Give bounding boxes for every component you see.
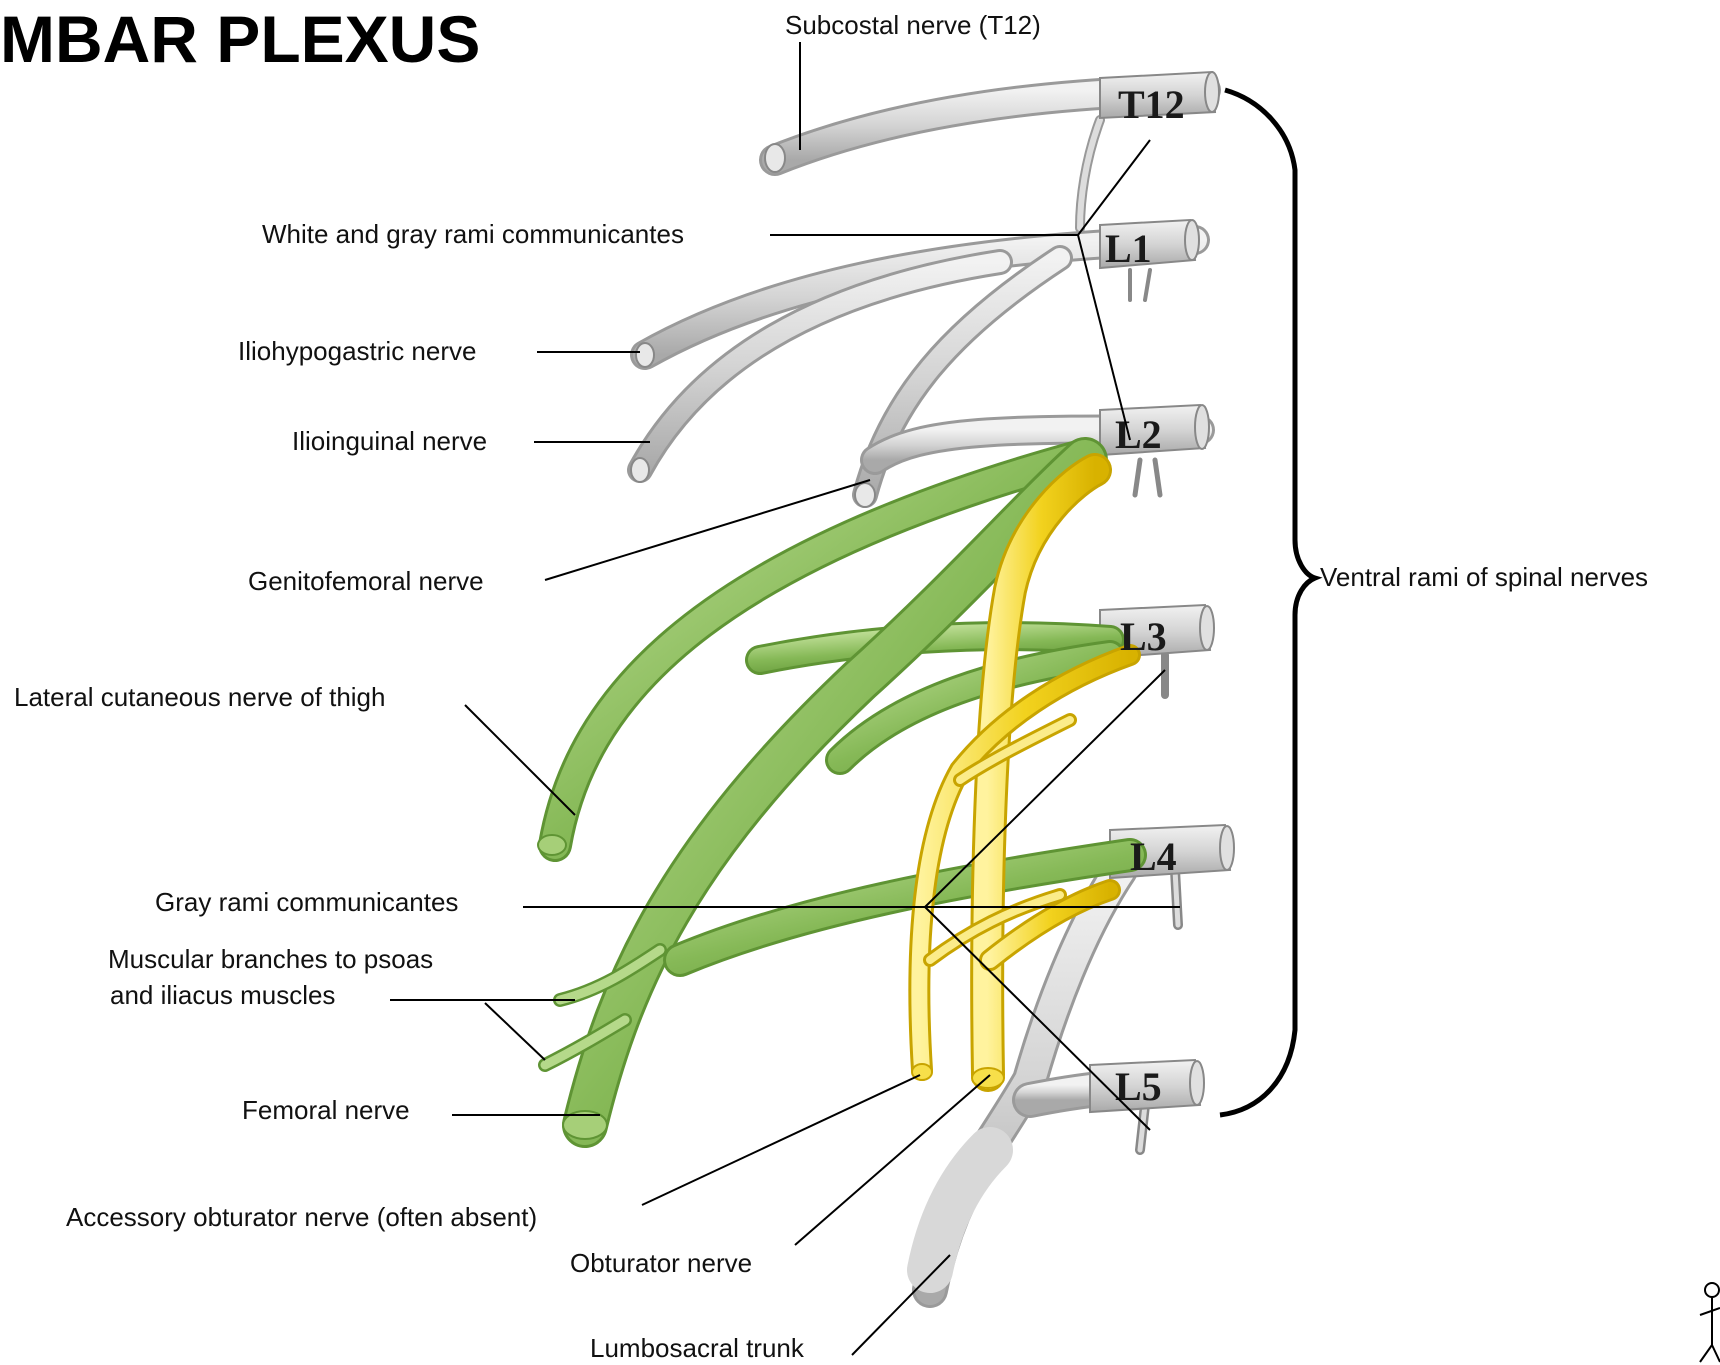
segment-label-l3: L3 <box>1120 614 1167 659</box>
segment-label-l2: L2 <box>1115 412 1162 457</box>
label-gray-rami: Gray rami communicantes <box>155 887 458 917</box>
label-iliohypogastric-nerve: Iliohypogastric nerve <box>238 336 476 366</box>
label-lateral-cutaneous-nerve: Lateral cutaneous nerve of thigh <box>14 682 385 712</box>
label-accessory-obturator: Accessory obturator nerve (often absent) <box>66 1202 537 1232</box>
label-muscular-branches-2: and iliacus muscles <box>110 980 335 1010</box>
label-femoral-nerve: Femoral nerve <box>242 1095 410 1125</box>
ventral-rami-brace <box>1220 90 1315 1115</box>
yellow-nerves <box>912 470 1130 1088</box>
label-muscular-branches-1: Muscular branches to psoas <box>108 944 433 974</box>
label-lumbosacral-trunk: Lumbosacral trunk <box>590 1333 805 1363</box>
diagram-title: MBAR PLEXUS <box>0 2 480 76</box>
orientation-figure-icon <box>1700 1283 1720 1362</box>
label-subcostal-nerve: Subcostal nerve (T12) <box>785 10 1041 40</box>
segment-label-l1: L1 <box>1105 226 1152 271</box>
label-white-gray-rami: White and gray rami communicantes <box>262 219 684 249</box>
label-obturator-nerve: Obturator nerve <box>570 1248 752 1278</box>
label-ventral-rami: Ventral rami of spinal nerves <box>1320 562 1648 592</box>
segment-label-l4: L4 <box>1130 834 1177 879</box>
segment-label-t12: T12 <box>1118 82 1185 127</box>
label-genitofemoral-nerve: Genitofemoral nerve <box>248 566 484 596</box>
label-ilioinguinal-nerve: Ilioinguinal nerve <box>292 426 487 456</box>
